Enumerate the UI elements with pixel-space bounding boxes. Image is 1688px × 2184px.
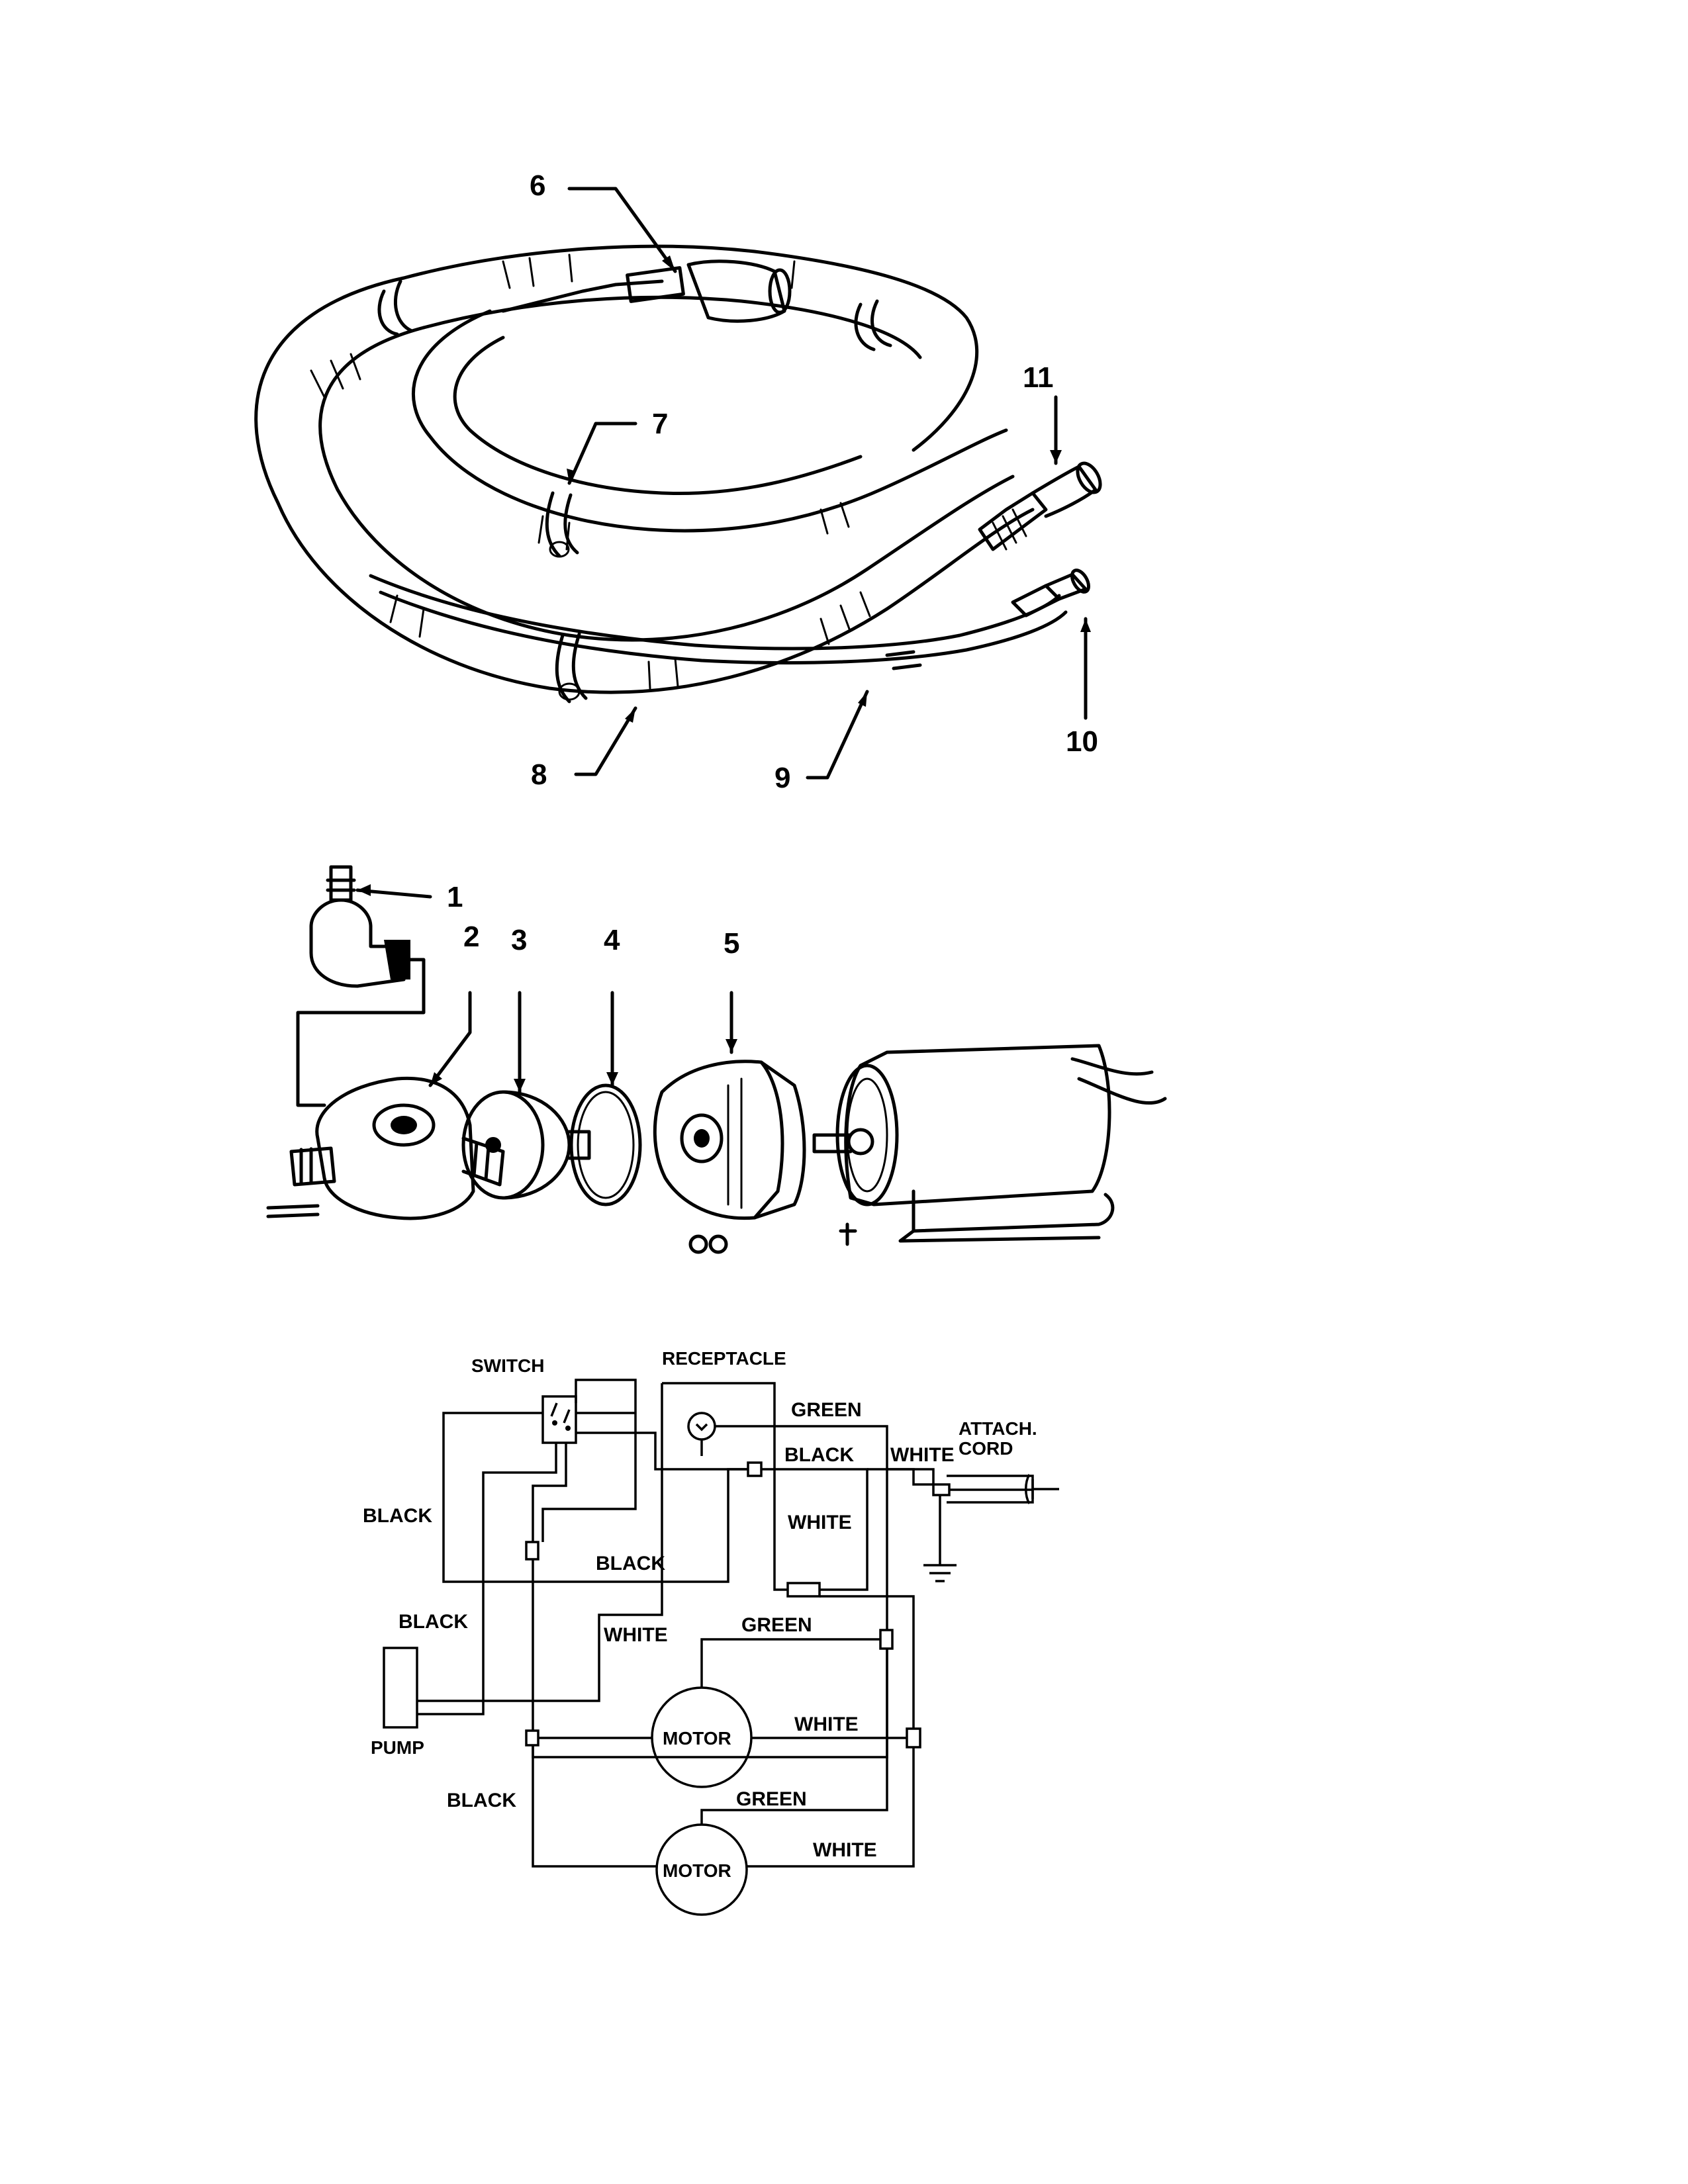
wire-label-black-left: BLACK — [363, 1505, 432, 1527]
switch-symbol — [541, 1395, 577, 1444]
switch-label: SWITCH — [471, 1355, 544, 1376]
thin-tube-illustration — [369, 574, 1068, 670]
wire-label-black-top: BLACK — [784, 1444, 854, 1466]
callout-4: 4 — [604, 924, 620, 956]
pump-assembly: 1 2 3 4 5 — [266, 865, 1167, 1254]
wire-label-green-motor-1: GREEN — [741, 1614, 812, 1636]
wire-label-white-motor-1: WHITE — [794, 1713, 859, 1735]
motor-illustration — [812, 1044, 1167, 1246]
motor-2-label: MOTOR — [663, 1860, 731, 1881]
callout-1: 1 — [447, 881, 463, 913]
wire-label-white-receptacle: WHITE — [788, 1512, 852, 1533]
callout-11: 11 — [1023, 361, 1054, 394]
wiring-lines — [417, 1379, 1033, 1868]
callout-8: 8 — [531, 758, 547, 791]
elbow-fitting-illustration — [309, 865, 410, 988]
pump-label: PUMP — [371, 1737, 424, 1758]
tube-end-fitting-illustration — [1011, 569, 1090, 617]
hose-end-fitting-illustration — [978, 461, 1102, 551]
callout-3: 3 — [511, 924, 527, 956]
callout-10: 10 — [1066, 725, 1098, 758]
inner-hose-illustration — [411, 259, 1008, 558]
callout-7: 7 — [652, 408, 668, 440]
wire-label-white-top: WHITE — [890, 1444, 955, 1466]
hose-leader-lines — [567, 187, 1091, 780]
o-ring-illustration — [569, 1083, 642, 1206]
pump-housing-illustration — [289, 1076, 505, 1220]
callout-6: 6 — [530, 169, 545, 202]
pump-leader-lines — [355, 884, 737, 1094]
wiring-diagram: SWITCH RECEPTACLE ATTACH. CORD PUMP MOTO… — [363, 1348, 1059, 1916]
seal-plate-illustration — [653, 1060, 806, 1254]
receptacle-symbol — [687, 1412, 716, 1441]
ground-symbol — [923, 1494, 957, 1582]
wire-label-black-middle: BLACK — [596, 1553, 665, 1574]
pump-symbol — [383, 1647, 418, 1729]
wire-label-green-motor-2: GREEN — [736, 1788, 807, 1810]
receptacle-label: RECEPTACLE — [662, 1348, 786, 1369]
screw-illustration — [266, 1204, 320, 1218]
elbow-connector-line — [296, 958, 426, 1107]
callout-5: 5 — [724, 927, 739, 960]
wire-label-black-pump: BLACK — [399, 1611, 468, 1633]
motor-1-label: MOTOR — [663, 1728, 731, 1749]
wire-label-green-top: GREEN — [791, 1399, 862, 1421]
wire-label-black-lower: BLACK — [447, 1790, 516, 1811]
hose-assembly: 6 7 8 9 10 11 — [254, 169, 1102, 794]
attach-cord-label-line-2: CORD — [959, 1438, 1013, 1459]
wire-label-white-motor-2: WHITE — [813, 1839, 877, 1861]
callout-2: 2 — [463, 921, 479, 953]
attach-cord-label-line-1: ATTACH. — [959, 1418, 1037, 1439]
wire-label-white-pump: WHITE — [604, 1624, 668, 1646]
callout-9: 9 — [774, 762, 790, 794]
